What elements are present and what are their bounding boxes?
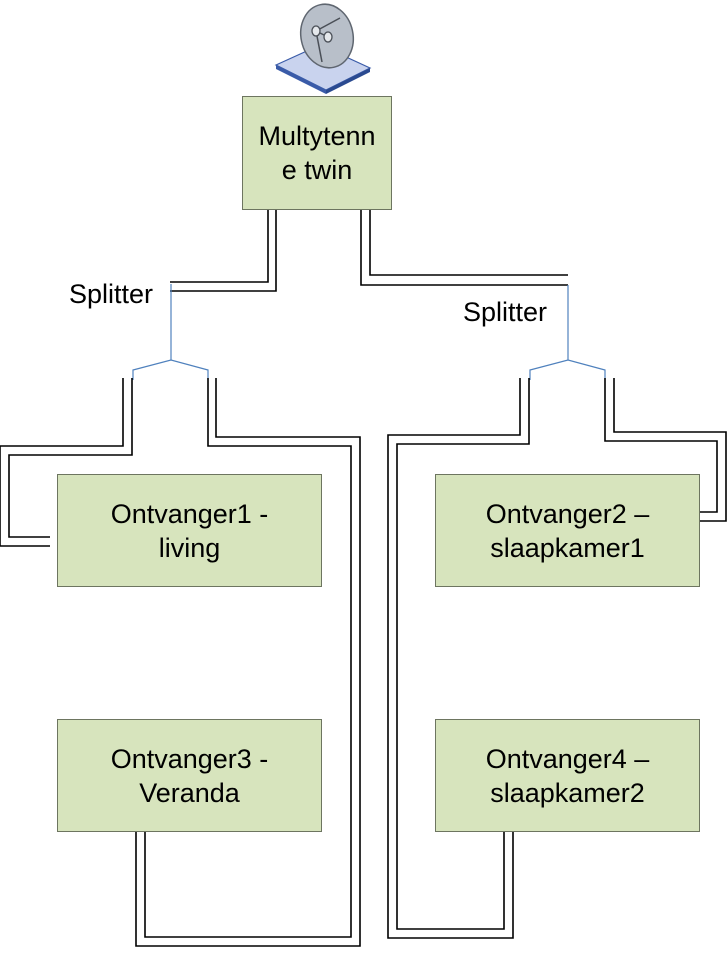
splitter-right-fork xyxy=(529,285,606,380)
dish-lnb xyxy=(323,31,333,43)
node-label-line: Ontvanger4 – xyxy=(485,743,650,774)
cable-line xyxy=(360,210,568,286)
cable-line xyxy=(207,378,352,880)
dish-base-edge xyxy=(276,65,326,94)
node-label: Ontvanger4 – slaapkamer2 xyxy=(486,742,650,810)
node-label: Multytenn e twin xyxy=(258,119,375,187)
node-label: Ontvanger3 - Veranda xyxy=(111,742,269,810)
cable-line xyxy=(170,210,269,283)
splitter-left-fork xyxy=(132,284,209,380)
node-label-line: Veranda xyxy=(139,777,240,808)
cable-line xyxy=(396,832,505,930)
node-receiver3: Ontvanger3 - Veranda xyxy=(57,719,322,832)
node-receiver4: Ontvanger4 – slaapkamer2 xyxy=(435,719,700,832)
node-label-line: slaapkamer1 xyxy=(490,532,645,563)
node-receiver2: Ontvanger2 – slaapkamer1 xyxy=(435,474,700,587)
splitter-branches xyxy=(529,359,606,380)
satellite-dish-icon xyxy=(274,3,372,94)
cable-antenna-to-right-splitter xyxy=(360,210,568,286)
dish-base-edge xyxy=(326,68,370,94)
cable-left-splitter-to-receiver1 xyxy=(0,378,133,547)
cable-line xyxy=(433,378,521,436)
cable-line xyxy=(369,210,568,276)
node-receiver1: Ontvanger1 - living xyxy=(57,474,322,587)
cable-left-splitter-to-receiver4 xyxy=(207,378,530,939)
node-label-line: Ontvanger1 - xyxy=(110,498,269,529)
node-label-line: Ontvanger2 – xyxy=(485,498,650,529)
node-label-line: slaapkamer2 xyxy=(490,777,645,808)
cable-line xyxy=(387,832,514,939)
node-label: Ontvanger2 – slaapkamer1 xyxy=(486,497,650,565)
cable-line xyxy=(144,832,352,938)
node-antenna: Multytenn e twin xyxy=(242,96,392,210)
cable-line xyxy=(604,378,718,513)
splitter-branches xyxy=(132,359,209,380)
splitter-label-left: Splitter xyxy=(69,279,154,309)
splitter-label-right: Splitter xyxy=(463,297,548,327)
cable-line xyxy=(215,378,361,880)
cable-line xyxy=(433,378,530,445)
cable-line xyxy=(0,378,124,547)
cable-line xyxy=(8,378,133,538)
cable-right-splitter-to-receiver2 xyxy=(604,378,727,522)
cable-line xyxy=(613,378,727,522)
dish-lnb xyxy=(311,25,321,37)
node-label-line: living xyxy=(158,532,221,563)
node-label-line: Multytenn xyxy=(258,121,376,151)
node-label: Ontvanger1 - living xyxy=(111,497,269,565)
node-label-line: Ontvanger3 - xyxy=(110,743,269,774)
cable-line xyxy=(387,434,433,880)
cable-antenna-to-left-splitter xyxy=(170,210,277,292)
node-label-line: e twin xyxy=(281,155,353,185)
cable-line xyxy=(170,210,277,292)
cable-receiver3-loop xyxy=(135,832,361,947)
cable-line xyxy=(135,832,361,947)
cable-line xyxy=(396,443,433,880)
